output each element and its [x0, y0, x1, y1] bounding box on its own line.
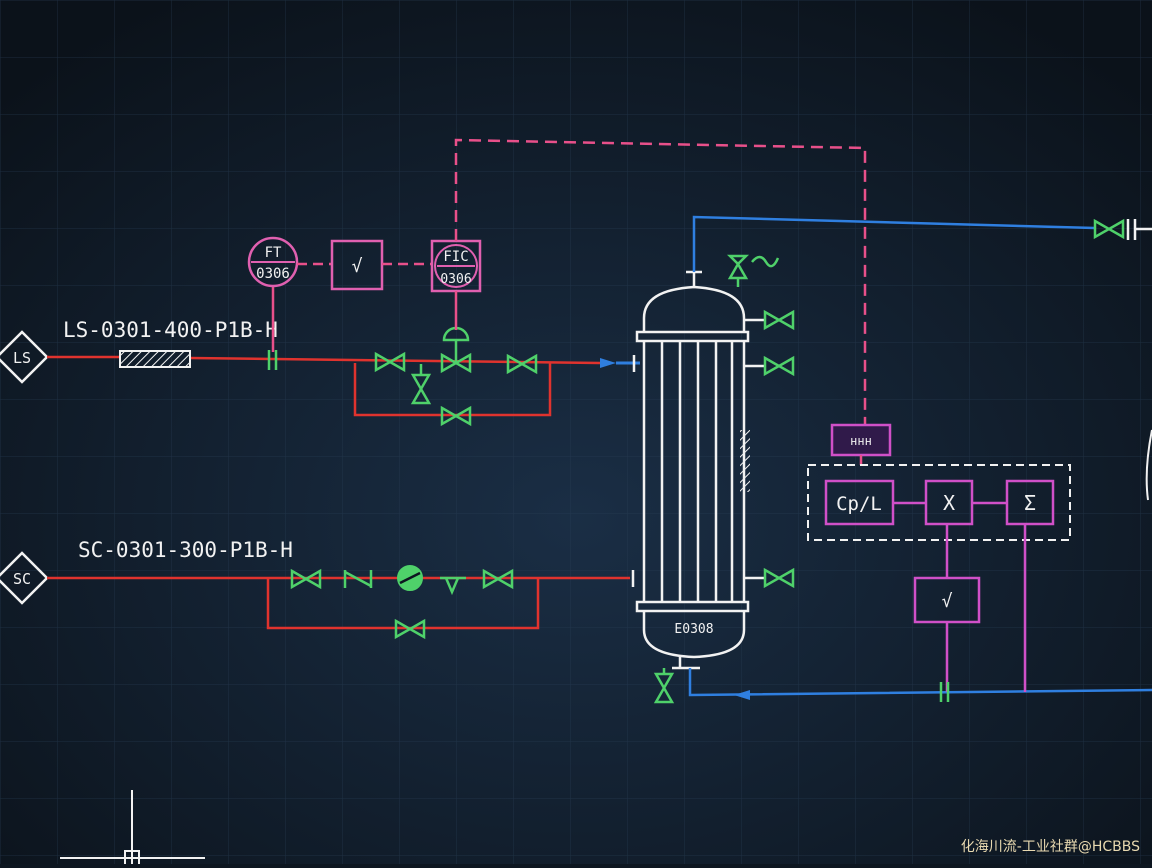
adjacent-vessel-edge — [1145, 429, 1152, 501]
ls-valve-2-icon — [506, 353, 538, 375]
offpage-ls-label: LS — [13, 349, 31, 367]
ls-bypass-valve-icon — [440, 405, 472, 427]
top-outlet-water-line — [692, 215, 1096, 272]
ls-inlet-arrow-icon — [600, 358, 616, 368]
sc-valve-2-icon — [482, 568, 514, 590]
bottom-return-water-line — [688, 668, 1152, 697]
cascade-signal-line — [454, 138, 867, 425]
sqrt-symbol: √ — [352, 256, 363, 277]
steam-trap-strainer — [119, 350, 191, 368]
sc-strainer-icon — [440, 576, 466, 596]
fic-tag: FIC — [443, 249, 468, 265]
sc-process-line — [47, 576, 630, 630]
sc-check-valve-icon — [343, 570, 373, 588]
top-outlet-valve-icon — [1093, 218, 1125, 240]
ft-number: 0306 — [256, 266, 290, 282]
offpage-ls: LS — [0, 330, 49, 384]
control-links — [893, 501, 1027, 692]
bottom-drain-valve-icon — [653, 668, 675, 704]
vessel-tag: E0308 — [674, 622, 713, 637]
offpage-sc: SC — [0, 551, 49, 605]
ls-drain-valve-icon — [410, 364, 432, 405]
flow-orifice-icon — [267, 350, 278, 370]
ls-line-label: LS-0301-400-P1B-H — [63, 318, 278, 342]
sc-bypass-valve-icon — [394, 618, 426, 640]
relief-valve-icon — [726, 254, 780, 287]
vent-valve-mid-icon — [763, 355, 795, 377]
sum-label: Σ — [1024, 491, 1036, 515]
sc-valve-1-icon — [290, 568, 322, 590]
transmitter-label: ннн — [850, 434, 872, 448]
return-orifice-icon — [939, 682, 950, 702]
multiply-label: X — [943, 491, 955, 515]
drain-valve-side-icon — [763, 567, 795, 589]
steam-trap-icon — [397, 565, 423, 591]
sqrt-extractor-2: √ — [913, 576, 981, 624]
offpage-sc-label: SC — [13, 570, 31, 588]
watermark: 化海川流-工业社群@HCBBS — [960, 839, 1140, 855]
return-arrow-icon — [734, 690, 750, 700]
vent-valve-top-icon — [763, 309, 795, 331]
sc-line-label: SC-0301-300-P1B-H — [78, 538, 293, 562]
cp-block-label: Cp/L — [836, 493, 882, 515]
ls-control-valve-icon — [440, 326, 472, 374]
transmitter-box: ннн — [830, 423, 892, 457]
level-gauge — [740, 430, 750, 492]
sqrt-symbol-2: √ — [942, 591, 953, 612]
ft-tag: FT — [265, 245, 282, 261]
top-outlet-flange — [1126, 219, 1152, 240]
fic-number: 0306 — [440, 272, 471, 287]
ls-valve-1-icon — [374, 351, 406, 373]
ft-0306-bubble: FT 0306 — [247, 236, 299, 288]
computation-group — [807, 464, 1071, 541]
